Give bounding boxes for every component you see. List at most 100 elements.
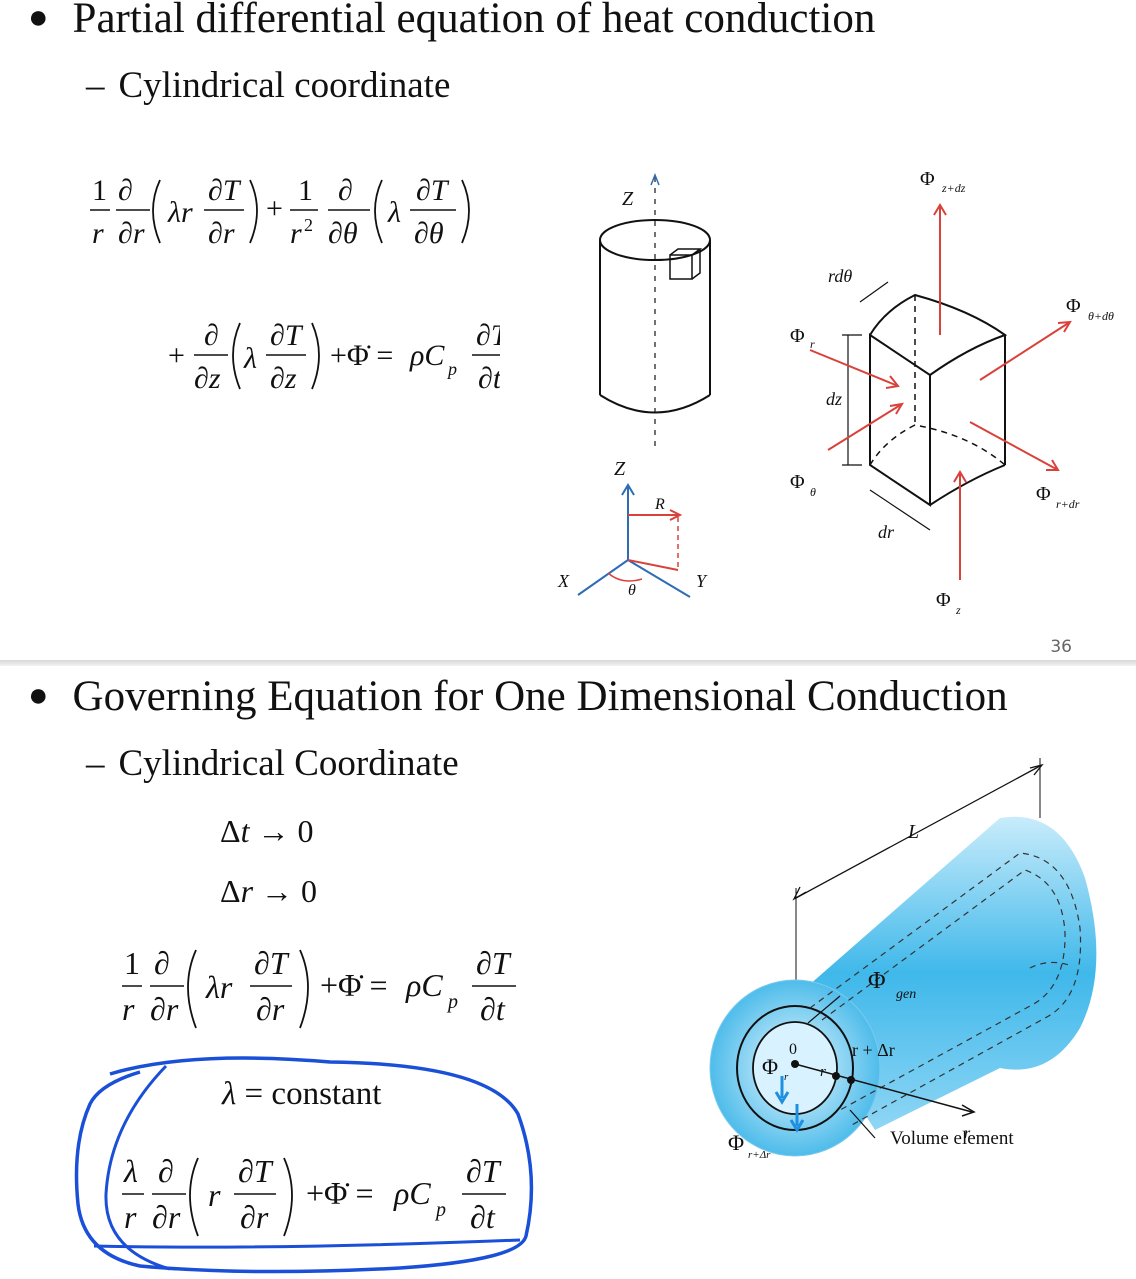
svg-text:λ: λ (243, 342, 257, 375)
svg-text:∂: ∂ (338, 174, 353, 207)
svg-text:R: R (654, 496, 665, 513)
svg-text:∂r: ∂r (118, 217, 145, 250)
svg-text:Δr → 0: Δr → 0 (220, 873, 317, 909)
svg-text:r+Δr: r+Δr (748, 1149, 771, 1158)
svg-text:dr: dr (878, 522, 895, 542)
slide-divider (0, 660, 1136, 666)
svg-text:∂r: ∂r (256, 991, 285, 1027)
svg-text:λr: λr (205, 969, 233, 1005)
svg-text:Φ: Φ (868, 968, 886, 994)
svg-text:Y: Y (696, 571, 708, 591)
svg-text:z+dz: z+dz (941, 181, 966, 195)
slide1-bullet: ●Partial differential equation of heat c… (28, 0, 876, 42)
svg-text:∂t: ∂t (478, 362, 500, 395)
svg-text:r: r (810, 337, 815, 351)
svg-text:r: r (122, 991, 135, 1027)
bullet-dot-icon: ● (28, 677, 49, 714)
slide-37: ●Governing Equation for One Dimensional … (0, 666, 1136, 1279)
svg-text:+: + (168, 339, 185, 372)
one-dimensional-equation: 1 r ∂ ∂r λr ∂T ∂r +Φ̇ = ρC p ∂T ∂t (122, 945, 516, 1029)
svg-text:Δt → 0: Δt → 0 (220, 813, 313, 849)
svg-text:+Φ̇ =: +Φ̇ = (306, 1175, 373, 1211)
svg-text:r+dr: r+dr (1056, 497, 1080, 511)
svg-text:p: p (434, 1199, 446, 1221)
svg-text:∂z: ∂z (270, 362, 297, 395)
svg-text:p: p (446, 991, 458, 1013)
svg-text:Φ: Φ (1036, 483, 1051, 505)
svg-text:θ: θ (628, 582, 636, 599)
svg-text:Φ: Φ (762, 1054, 778, 1079)
svg-text:0: 0 (789, 1041, 797, 1058)
simplified-equation: λ r ∂ ∂r r ∂T ∂r +Φ̇ = ρC p ∂T ∂t (122, 1153, 506, 1237)
page-number: 36 (1050, 637, 1072, 657)
svg-text:∂t: ∂t (480, 991, 506, 1027)
svg-text:∂: ∂ (154, 945, 170, 981)
svg-text:∂T: ∂T (416, 174, 450, 207)
svg-text:r: r (964, 1125, 971, 1142)
svg-text:∂t: ∂t (470, 1199, 496, 1235)
svg-text:λr: λr (167, 196, 193, 229)
svg-text:∂T: ∂T (476, 319, 500, 352)
svg-text:dz: dz (826, 389, 842, 409)
svg-text:Φ: Φ (1066, 295, 1081, 317)
svg-text:∂T: ∂T (270, 319, 304, 352)
svg-text:∂θ: ∂θ (414, 217, 444, 250)
svg-text:X: X (557, 571, 570, 591)
svg-text:Φ: Φ (790, 325, 805, 347)
slide-36: ●Partial differential equation of heat c… (28, 0, 1114, 657)
svg-text:∂T: ∂T (476, 945, 512, 981)
volume-element-figure: dz dr rdθ Φ z+dz Φ θ+dθ Φ r Φ θ Φ r+dr Φ… (790, 168, 1114, 617)
svg-text:1: 1 (298, 174, 313, 207)
svg-text:Volume element: Volume element (890, 1128, 1014, 1149)
svg-text:p: p (446, 359, 457, 379)
svg-text:∂: ∂ (118, 174, 133, 207)
bullet-dot-icon: ● (28, 0, 49, 36)
svg-text:∂T: ∂T (466, 1153, 502, 1189)
dash-icon: – (86, 65, 105, 106)
svg-text:θ: θ (810, 485, 816, 499)
svg-text:gen: gen (896, 987, 916, 1002)
svg-text:∂r: ∂r (208, 217, 235, 250)
svg-text:2: 2 (304, 215, 313, 235)
heat-conduction-equation-cylindrical: 1 r ∂ ∂r λr ∂T ∂r + 1 r 2 ∂ ∂θ λ ∂T ∂θ (90, 174, 500, 395)
svg-text:+Φ̇ =: +Φ̇ = (320, 967, 387, 1003)
svg-text:∂T: ∂T (254, 945, 290, 981)
limit-conditions: Δt → 0 Δr → 0 (220, 813, 317, 909)
svg-text:∂r: ∂r (150, 991, 179, 1027)
svg-text:+: + (266, 192, 283, 225)
svg-text:r: r (124, 1199, 137, 1235)
svg-text:Φ: Φ (936, 589, 951, 611)
svg-text:r: r (92, 217, 104, 250)
svg-text:∂T: ∂T (238, 1153, 274, 1189)
slide1-sub-bullet: –Cylindrical coordinate (86, 65, 451, 106)
svg-text:z: z (955, 603, 961, 617)
lambda-constant-line: λ = constant (222, 1076, 382, 1112)
svg-text:Z: Z (622, 188, 634, 210)
svg-text:r: r (784, 1071, 789, 1083)
svg-text:Z: Z (614, 458, 626, 480)
svg-text:r + Δr: r + Δr (852, 1040, 895, 1060)
svg-text:∂r: ∂r (240, 1199, 269, 1235)
svg-text:1: 1 (92, 174, 107, 207)
svg-text:λ: λ (123, 1153, 138, 1189)
svg-text:Φ: Φ (920, 168, 935, 190)
svg-text:rdθ: rdθ (828, 266, 852, 286)
svg-text:∂T: ∂T (208, 174, 242, 207)
svg-text:∂θ: ∂θ (328, 217, 358, 250)
svg-text:∂: ∂ (158, 1153, 174, 1189)
svg-text:ρC: ρC (405, 967, 443, 1003)
volume-element-cylinder-figure: L Φ gen 0 r + Δr r r Φ (709, 758, 1097, 1158)
svg-text:L: L (907, 821, 919, 843)
slide2-sub-bullet: –Cylindrical Coordinate (86, 743, 459, 784)
svg-text:∂r: ∂r (152, 1199, 181, 1235)
svg-text:∂: ∂ (204, 319, 219, 352)
svg-text:+Φ̇ =: +Φ̇ = (330, 339, 393, 372)
dash-icon: – (86, 743, 105, 784)
svg-text:∂z: ∂z (194, 362, 221, 395)
cylinder-coordinate-figure: Z Z X Y R θ (557, 172, 711, 599)
svg-text:ρC: ρC (393, 1175, 431, 1211)
svg-text:λ: λ (387, 196, 401, 229)
svg-text:1: 1 (124, 945, 140, 981)
hand-drawn-circle-annotation (74, 1056, 534, 1274)
svg-text:ρC: ρC (409, 339, 445, 372)
